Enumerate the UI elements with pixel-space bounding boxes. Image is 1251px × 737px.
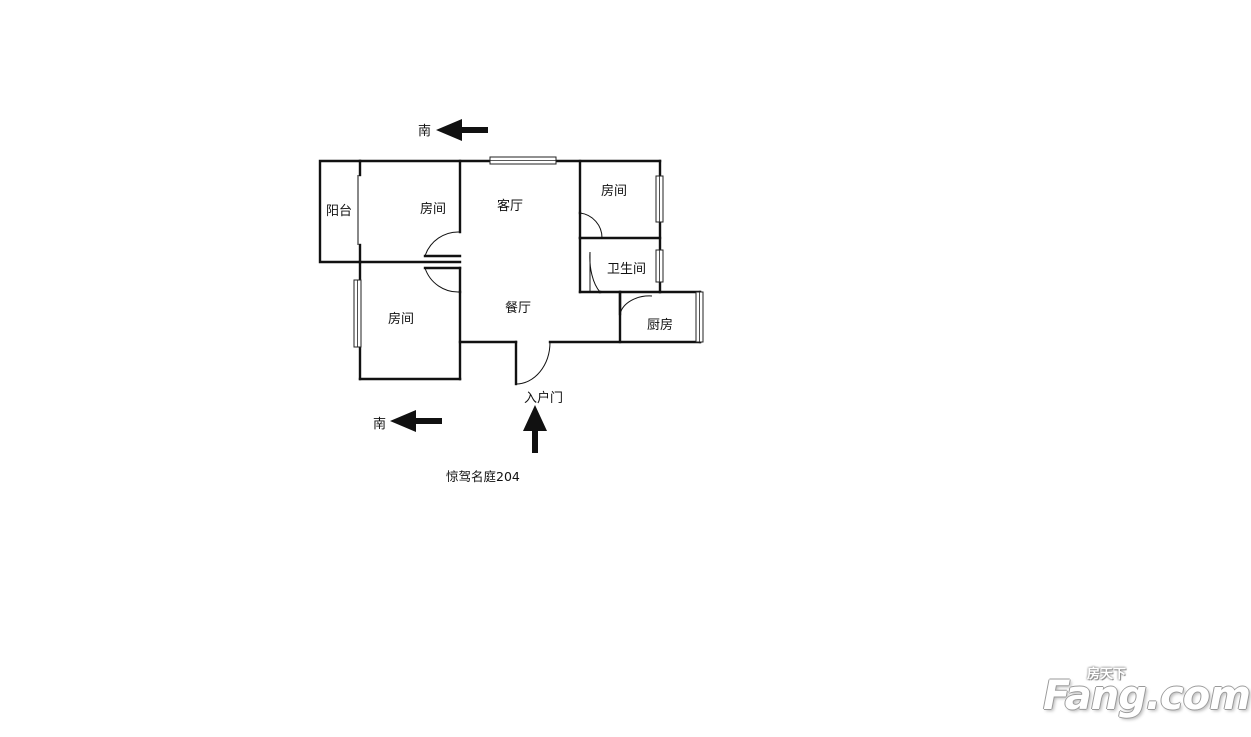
fang-logo-watermark: 房天下 Fang.com	[1043, 663, 1251, 723]
room-label-balcony: 阳台	[326, 204, 352, 219]
entrance-marker: 入户门	[523, 390, 563, 453]
room-label-bedroom-west: 房间	[420, 201, 446, 217]
door-bathroom	[578, 251, 602, 294]
room-label-bedroom-southwest: 房间	[388, 311, 414, 327]
compass-top-label: 南	[418, 123, 431, 139]
window-bathroom	[655, 249, 664, 283]
door-entrance	[514, 340, 551, 386]
entrance-label: 入户门	[524, 390, 563, 406]
watermark-english: Fang.com	[1043, 673, 1251, 719]
window-bedroom-sw	[353, 279, 362, 348]
arrow-up-icon	[523, 405, 547, 453]
room-label-kitchen: 厨房	[647, 317, 673, 333]
compass-bottom: 南	[373, 410, 442, 432]
window-bedroom-ne	[655, 175, 664, 223]
windows	[353, 156, 704, 348]
floor-plan-caption: 惊驾名庭204	[446, 469, 520, 484]
room-label-living-room: 客厅	[497, 198, 523, 214]
arrow-left-icon	[436, 119, 488, 141]
walls	[318, 159, 702, 381]
room-label-dining-room: 餐厅	[505, 300, 531, 316]
door-kitchen	[618, 290, 653, 316]
door-ne-bedroom	[578, 211, 603, 240]
window-kitchen	[695, 291, 704, 343]
room-label-bedroom-northeast: 房间	[601, 183, 627, 199]
compass-bottom-label: 南	[373, 416, 386, 432]
room-label-bathroom: 卫生间	[607, 262, 646, 277]
watermark-chinese: 房天下	[1087, 667, 1127, 682]
doors	[423, 211, 653, 386]
door-west-bedroom	[423, 231, 462, 258]
arrow-left-icon	[390, 410, 442, 432]
window-living-top	[489, 156, 557, 165]
door-sw-bedroom	[423, 266, 462, 293]
compass-top: 南	[418, 119, 488, 141]
